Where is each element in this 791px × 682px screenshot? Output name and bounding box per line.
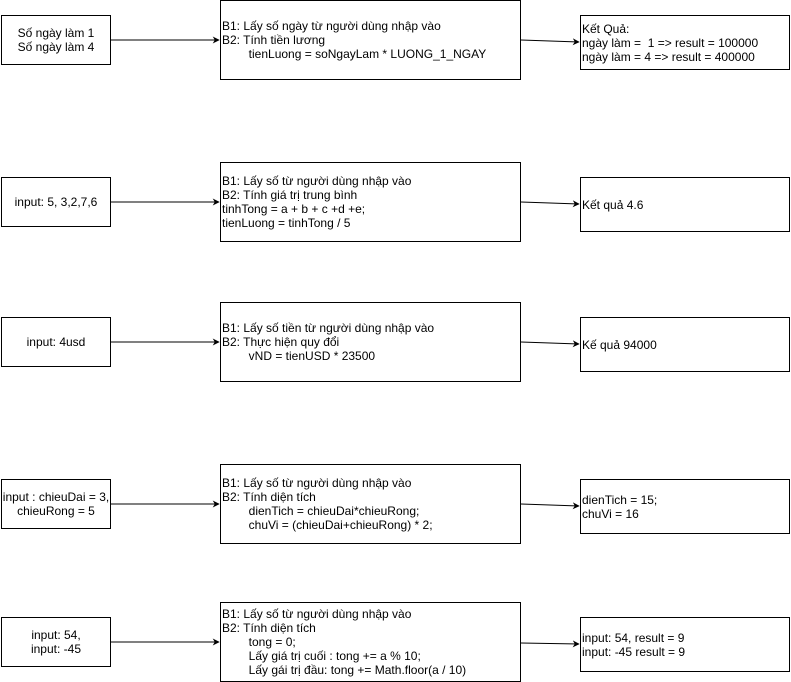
arrow-process-to-output-4	[520, 502, 580, 510]
input-box-1: Số ngày làm 1 Số ngày làm 4	[1, 15, 111, 65]
process-step: B1: Lấy số từ người dùng nhập vào	[222, 476, 412, 490]
process-step: Lấy giá trị cuối : tong += a % 10;	[222, 649, 421, 663]
output-text: ngày làm = 4 => result = 400000	[582, 49, 755, 64]
output-box-5: input: 54, result = 9 input: -45 result …	[580, 617, 790, 672]
arrow-process-to-output-2	[520, 200, 580, 208]
process-step: chuVi = (chieuDai+chieuRong) * 2;	[222, 518, 433, 532]
arrow-process-to-output-1	[520, 38, 580, 46]
input-text: input: 54,	[31, 628, 81, 642]
output-text: Kế quả 94000	[582, 337, 657, 352]
arrow-process-to-output-3	[520, 340, 580, 348]
input-box-2: input: 5, 3,2,7,6	[1, 177, 111, 227]
output-text: input: -45 result = 9	[582, 644, 686, 659]
input-box-4: input : chieuDai = 3, chieuRong = 5	[1, 479, 111, 529]
input-text: Số ngày làm 4	[17, 40, 95, 54]
process-step: tong = 0;	[222, 635, 296, 649]
process-box-1: B1: Lấy số ngày từ người dùng nhập vào B…	[220, 0, 521, 80]
arrow-process-to-output-5	[520, 640, 580, 648]
input-text: input: 4usd	[26, 335, 86, 349]
output-text: input: 54, result = 9	[582, 630, 685, 645]
input-text: Số ngày làm 1	[17, 26, 95, 40]
output-box-2: Kết quả 4.6	[580, 177, 790, 232]
output-text: Kết Quả:	[582, 21, 630, 36]
process-step: Lấy gái trị đầu: tong += Math.floor(a / …	[222, 663, 467, 677]
process-step: B2: Thực hiện quy đổi	[222, 335, 340, 349]
process-step: B2: Tính diện tích	[222, 490, 316, 504]
process-step: B1: Lấy số ngày từ người dùng nhập vào	[222, 19, 441, 33]
input-box-3: input: 4usd	[1, 317, 111, 367]
process-step: B2: Tính giá trị trung bình	[222, 188, 358, 202]
process-step: tienLuong = tinhTong / 5	[222, 216, 351, 230]
input-box-5: input: 54, input: -45	[1, 617, 111, 667]
output-text: chuVi = 16	[582, 506, 639, 521]
process-box-5: B1: Lấy số từ người dùng nhập vào B2: Tí…	[220, 602, 521, 682]
process-box-2: B1: Lấy số từ người dùng nhập vào B2: Tí…	[220, 162, 521, 242]
output-text: Kết quả 4.6	[582, 197, 644, 212]
process-step: tienLuong = soNgayLam * LUONG_1_NGAY	[222, 47, 487, 61]
output-text: ngày làm = 1 => result = 100000	[582, 35, 759, 50]
output-text: dienTich = 15;	[582, 492, 658, 507]
process-box-4: B1: Lấy số từ người dùng nhập vào B2: Tí…	[220, 464, 521, 544]
input-text: input: -45	[30, 642, 82, 656]
process-step: tinhTong = a + b + c +d +e;	[222, 202, 366, 216]
process-box-3: B1: Lấy số tiền từ người dùng nhập vào B…	[220, 302, 521, 382]
output-box-4: dienTich = 15; chuVi = 16	[580, 479, 790, 534]
process-step: dienTich = chieuDai*chieuRong;	[222, 504, 420, 518]
output-box-3: Kế quả 94000	[580, 317, 790, 372]
output-box-1: Kết Quả: ngày làm = 1 => result = 100000…	[580, 15, 790, 70]
input-text: input: 5, 3,2,7,6	[14, 195, 98, 209]
process-step: vND = tienUSD * 23500	[222, 349, 376, 363]
input-text: input : chieuDai = 3,	[2, 490, 110, 504]
process-step: B2: Tính tiền lương	[222, 33, 326, 47]
input-text: chieuRong = 5	[17, 504, 95, 518]
process-step: B1: Lấy số từ người dùng nhập vào	[222, 607, 412, 621]
process-step: B1: Lấy số tiền từ người dùng nhập vào	[222, 321, 435, 335]
process-step: B1: Lấy số từ người dùng nhập vào	[222, 174, 412, 188]
process-step: B2: Tính diện tích	[222, 621, 316, 635]
